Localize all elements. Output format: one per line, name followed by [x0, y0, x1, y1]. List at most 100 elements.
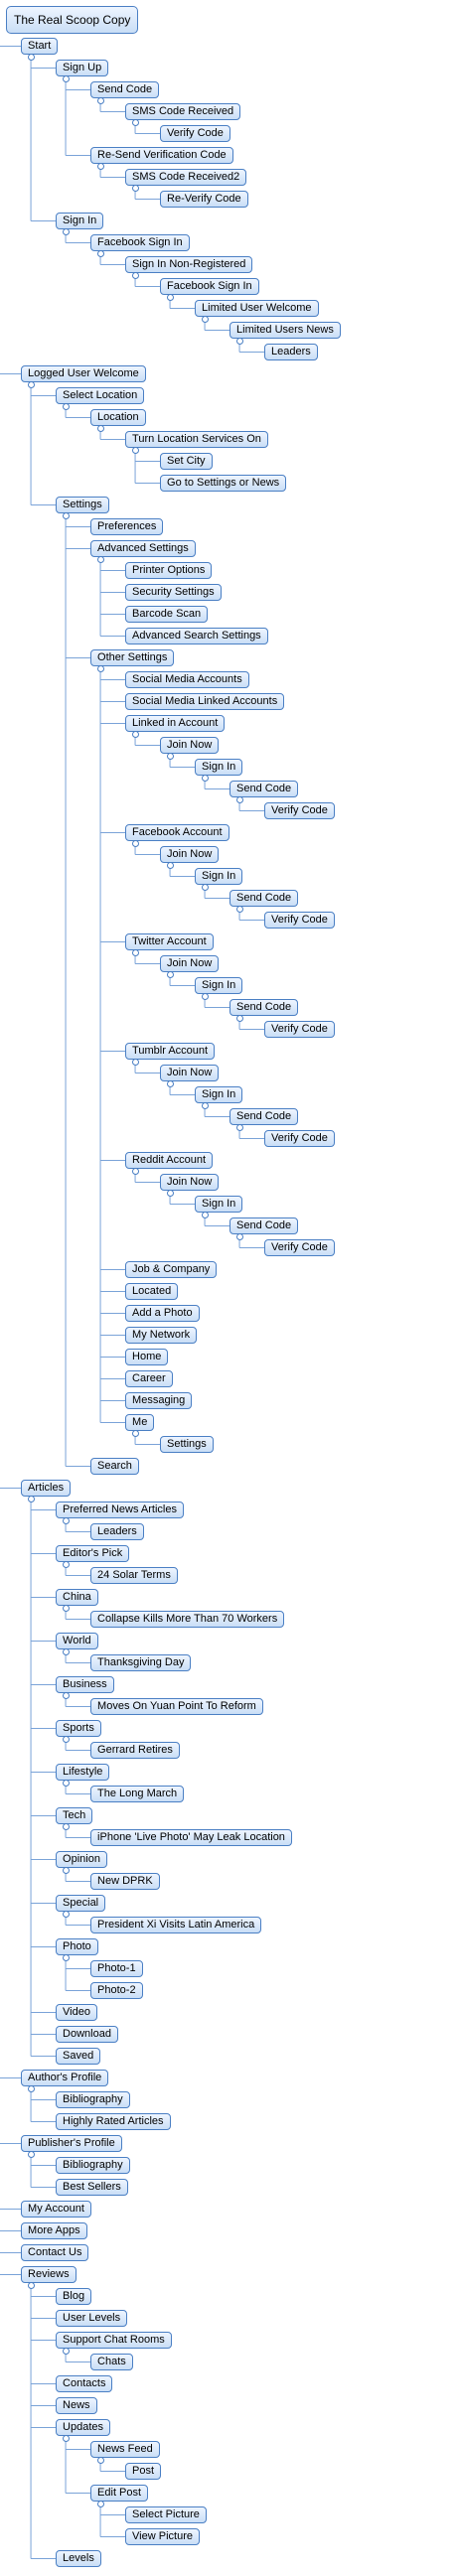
node-verify-code[interactable]: Verify Code — [160, 125, 230, 142]
root-node[interactable]: The Real Scoop Copy — [6, 6, 139, 34]
node-start[interactable]: Start — [21, 38, 59, 55]
expand-connector-icon[interactable] — [97, 2501, 105, 2507]
node-reddit-account[interactable]: Reddit Account — [125, 1152, 214, 1169]
node-edit-post[interactable]: Edit Post — [90, 2485, 149, 2502]
expand-connector-icon[interactable] — [97, 250, 105, 257]
node-bibliography[interactable]: Bibliography — [56, 2091, 130, 2108]
node-editor-s-pick[interactable]: Editor's Pick — [56, 1545, 130, 1562]
expand-connector-icon[interactable] — [236, 1015, 244, 1022]
node-special[interactable]: Special — [56, 1895, 106, 1912]
expand-connector-icon[interactable] — [63, 1648, 71, 1655]
expand-connector-icon[interactable] — [97, 97, 105, 104]
node-sign-in[interactable]: Sign In — [195, 1196, 243, 1213]
node-settings[interactable]: Settings — [160, 1436, 214, 1453]
expand-connector-icon[interactable] — [167, 753, 175, 760]
node-send-code[interactable]: Send Code — [229, 1108, 299, 1125]
node-limited-users-news[interactable]: Limited Users News — [229, 322, 341, 339]
node-levels[interactable]: Levels — [56, 2550, 101, 2567]
node-more-apps[interactable]: More Apps — [21, 2222, 87, 2239]
node-collapse-kills-more-than-70-workers[interactable]: Collapse Kills More Than 70 Workers — [90, 1611, 285, 1628]
expand-connector-icon[interactable] — [63, 2348, 71, 2355]
node-home[interactable]: Home — [125, 1349, 169, 1365]
node-advanced-search-settings[interactable]: Advanced Search Settings — [125, 628, 268, 644]
node-logged-user-welcome[interactable]: Logged User Welcome — [21, 365, 146, 382]
node-sign-up[interactable]: Sign Up — [56, 60, 109, 76]
node-president-xi-visits-latin-america[interactable]: President Xi Visits Latin America — [90, 1917, 262, 1933]
node-leaders[interactable]: Leaders — [264, 344, 318, 360]
node-select-picture[interactable]: Select Picture — [125, 2506, 207, 2523]
node-download[interactable]: Download — [56, 2026, 118, 2043]
node-barcode-scan[interactable]: Barcode Scan — [125, 606, 209, 623]
node-facebook-account[interactable]: Facebook Account — [125, 824, 229, 841]
node-contact-us[interactable]: Contact Us — [21, 2244, 89, 2261]
expand-connector-icon[interactable] — [63, 1736, 71, 1743]
node-user-levels[interactable]: User Levels — [56, 2310, 128, 2327]
node-add-a-photo[interactable]: Add a Photo — [125, 1305, 200, 1322]
expand-connector-icon[interactable] — [236, 338, 244, 345]
node-view-picture[interactable]: View Picture — [125, 2528, 200, 2545]
node-go-to-settings-or-news[interactable]: Go to Settings or News — [160, 475, 287, 492]
node-moves-on-yuan-point-to-reform[interactable]: Moves On Yuan Point To Reform — [90, 1698, 263, 1715]
node-sign-in-non-registered[interactable]: Sign In Non-Registered — [125, 256, 253, 273]
node-video[interactable]: Video — [56, 2004, 97, 2021]
expand-connector-icon[interactable] — [167, 1190, 175, 1197]
node-verify-code[interactable]: Verify Code — [264, 1239, 335, 1256]
node-linked-in-account[interactable]: Linked in Account — [125, 715, 226, 732]
node-career[interactable]: Career — [125, 1370, 173, 1387]
node-advanced-settings[interactable]: Advanced Settings — [90, 540, 196, 557]
node-sign-in[interactable]: Sign In — [195, 977, 243, 994]
node-world[interactable]: World — [56, 1633, 98, 1649]
node-turn-location-services-on[interactable]: Turn Location Services On — [125, 431, 268, 448]
node-chats[interactable]: Chats — [90, 2354, 133, 2370]
node-re-send-verification-code[interactable]: Re-Send Verification Code — [90, 147, 233, 164]
node-best-sellers[interactable]: Best Sellers — [56, 2179, 128, 2196]
node-re-verify-code[interactable]: Re-Verify Code — [160, 191, 248, 208]
expand-connector-icon[interactable] — [28, 2151, 36, 2158]
node-verify-code[interactable]: Verify Code — [264, 912, 335, 929]
node-facebook-sign-in[interactable]: Facebook Sign In — [160, 278, 259, 295]
expand-connector-icon[interactable] — [63, 1954, 71, 1961]
expand-connector-icon[interactable] — [132, 1168, 140, 1175]
node-sign-in[interactable]: Sign In — [56, 213, 104, 229]
node-photo-2[interactable]: Photo-2 — [90, 1982, 143, 1999]
expand-connector-icon[interactable] — [63, 1692, 71, 1699]
expand-connector-icon[interactable] — [132, 119, 140, 126]
node-the-long-march[interactable]: The Long March — [90, 1786, 185, 1802]
expand-connector-icon[interactable] — [167, 862, 175, 869]
node-new-dprk[interactable]: New DPRK — [90, 1873, 160, 1890]
node-highly-rated-articles[interactable]: Highly Rated Articles — [56, 2113, 171, 2130]
node-articles[interactable]: Articles — [21, 1480, 72, 1497]
node-join-now[interactable]: Join Now — [160, 846, 220, 863]
node-social-media-accounts[interactable]: Social Media Accounts — [125, 671, 249, 688]
node-reviews[interactable]: Reviews — [21, 2266, 76, 2283]
expand-connector-icon[interactable] — [63, 1911, 71, 1918]
node-search[interactable]: Search — [90, 1458, 139, 1475]
node-sign-in[interactable]: Sign In — [195, 759, 243, 776]
node-updates[interactable]: Updates — [56, 2419, 111, 2436]
expand-connector-icon[interactable] — [132, 949, 140, 956]
node-location[interactable]: Location — [90, 409, 146, 426]
node-send-code[interactable]: Send Code — [229, 781, 299, 797]
node-gerrard-retires[interactable]: Gerrard Retires — [90, 1742, 180, 1759]
expand-connector-icon[interactable] — [132, 840, 140, 847]
node-select-location[interactable]: Select Location — [56, 387, 145, 404]
expand-connector-icon[interactable] — [28, 1496, 36, 1503]
expand-connector-icon[interactable] — [167, 1080, 175, 1087]
node-join-now[interactable]: Join Now — [160, 1174, 220, 1191]
expand-connector-icon[interactable] — [97, 425, 105, 432]
node-set-city[interactable]: Set City — [160, 453, 213, 470]
expand-connector-icon[interactable] — [63, 1561, 71, 1568]
node-support-chat-rooms[interactable]: Support Chat Rooms — [56, 2332, 172, 2349]
node-blog[interactable]: Blog — [56, 2288, 92, 2305]
expand-connector-icon[interactable] — [202, 993, 210, 1000]
node-opinion[interactable]: Opinion — [56, 1851, 107, 1868]
node-twitter-account[interactable]: Twitter Account — [125, 933, 214, 950]
node-photo-1[interactable]: Photo-1 — [90, 1960, 143, 1977]
node-lifestyle[interactable]: Lifestyle — [56, 1764, 110, 1781]
expand-connector-icon[interactable] — [202, 775, 210, 782]
expand-connector-icon[interactable] — [63, 2435, 71, 2442]
node-settings[interactable]: Settings — [56, 497, 109, 513]
node-24-solar-terms[interactable]: 24 Solar Terms — [90, 1567, 178, 1584]
expand-connector-icon[interactable] — [202, 884, 210, 891]
expand-connector-icon[interactable] — [167, 294, 175, 301]
